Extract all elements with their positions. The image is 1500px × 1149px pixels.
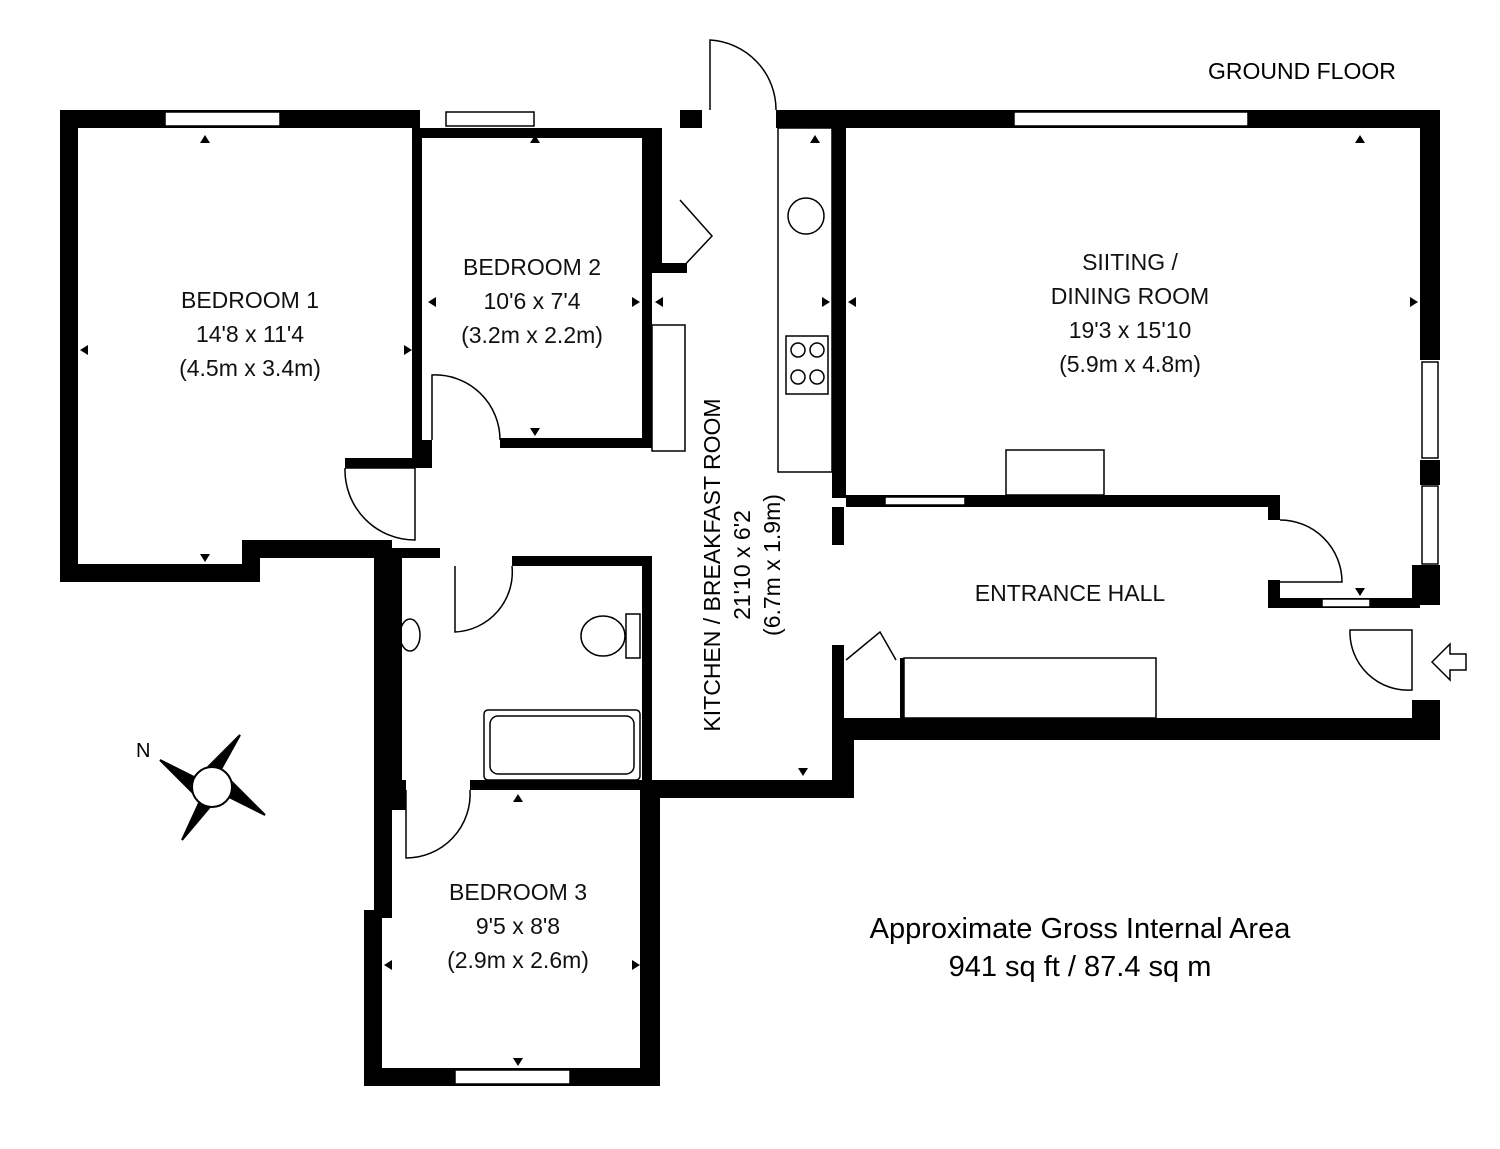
room-size-imperial: 10'6 x 7'4 (483, 288, 581, 314)
room-bedroom-3: BEDROOM 3 9'5 x 8'8 (2.9m x 2.6m) (408, 875, 628, 977)
room-bedroom-2: BEDROOM 2 10'6 x 7'4 (3.2m x 2.2m) (422, 250, 642, 352)
area-title: Approximate Gross Internal Area (869, 913, 1291, 945)
toilet-icon (580, 615, 626, 657)
room-size-metric: (2.9m x 2.6m) (447, 947, 589, 973)
room-name-line2: DINING ROOM (1050, 283, 1210, 309)
room-bedroom-1: BEDROOM 1 14'8 x 11'4 (4.5m x 3.4m) (130, 283, 370, 385)
compass-north-label: N (136, 740, 151, 762)
entrance-arrow-icon (1430, 642, 1467, 682)
fixtures (344, 39, 1413, 859)
room-name: KITCHEN / BREAKFAST ROOM (699, 398, 725, 732)
room-size-metric: (6.7m x 1.9m) (759, 494, 785, 636)
walls (60, 110, 1440, 1086)
room-size-imperial: 21'10 x 6'2 (729, 510, 755, 620)
room-size-imperial: 14'8 x 11'4 (195, 321, 305, 347)
floor-label: GROUND FLOOR (1208, 58, 1396, 84)
bath-icon (483, 709, 641, 781)
room-size-metric: (4.5m x 3.4m) (179, 355, 321, 381)
room-entrance-hall: ENTRANCE HALL (950, 576, 1190, 610)
room-size-metric: (5.9m x 4.8m) (1059, 351, 1201, 377)
room-size-metric: (3.2m x 2.2m) (461, 322, 603, 348)
room-size-imperial: 9'5 x 8'8 (475, 913, 561, 939)
room-size-imperial: 19'3 x 15'10 (1068, 317, 1192, 343)
gross-internal-area: Approximate Gross Internal Area 941 sq f… (820, 910, 1340, 986)
room-name: BEDROOM 3 (448, 879, 588, 905)
compass-rose-icon (159, 734, 266, 841)
dimension-arrows (80, 135, 1418, 1066)
room-name: ENTRANCE HALL (974, 580, 1166, 606)
sink-icon (787, 197, 825, 235)
room-kitchen-breakfast: KITCHEN / BREAKFAST ROOM 21'10 x 6'2 (6.… (692, 365, 792, 765)
hob-icon (785, 335, 829, 395)
room-name: BEDROOM 2 (462, 254, 602, 280)
area-value: 941 sq ft / 87.4 sq m (948, 951, 1212, 983)
kitchen-worktop (777, 127, 833, 473)
room-name-line1: SIITING / (1082, 249, 1178, 275)
windows (164, 111, 1439, 1085)
room-sitting-dining: SIITING / DINING ROOM 19'3 x 15'10 (5.9m… (1010, 245, 1250, 381)
room-name: BEDROOM 1 (180, 287, 320, 313)
basin-icon (399, 618, 421, 652)
